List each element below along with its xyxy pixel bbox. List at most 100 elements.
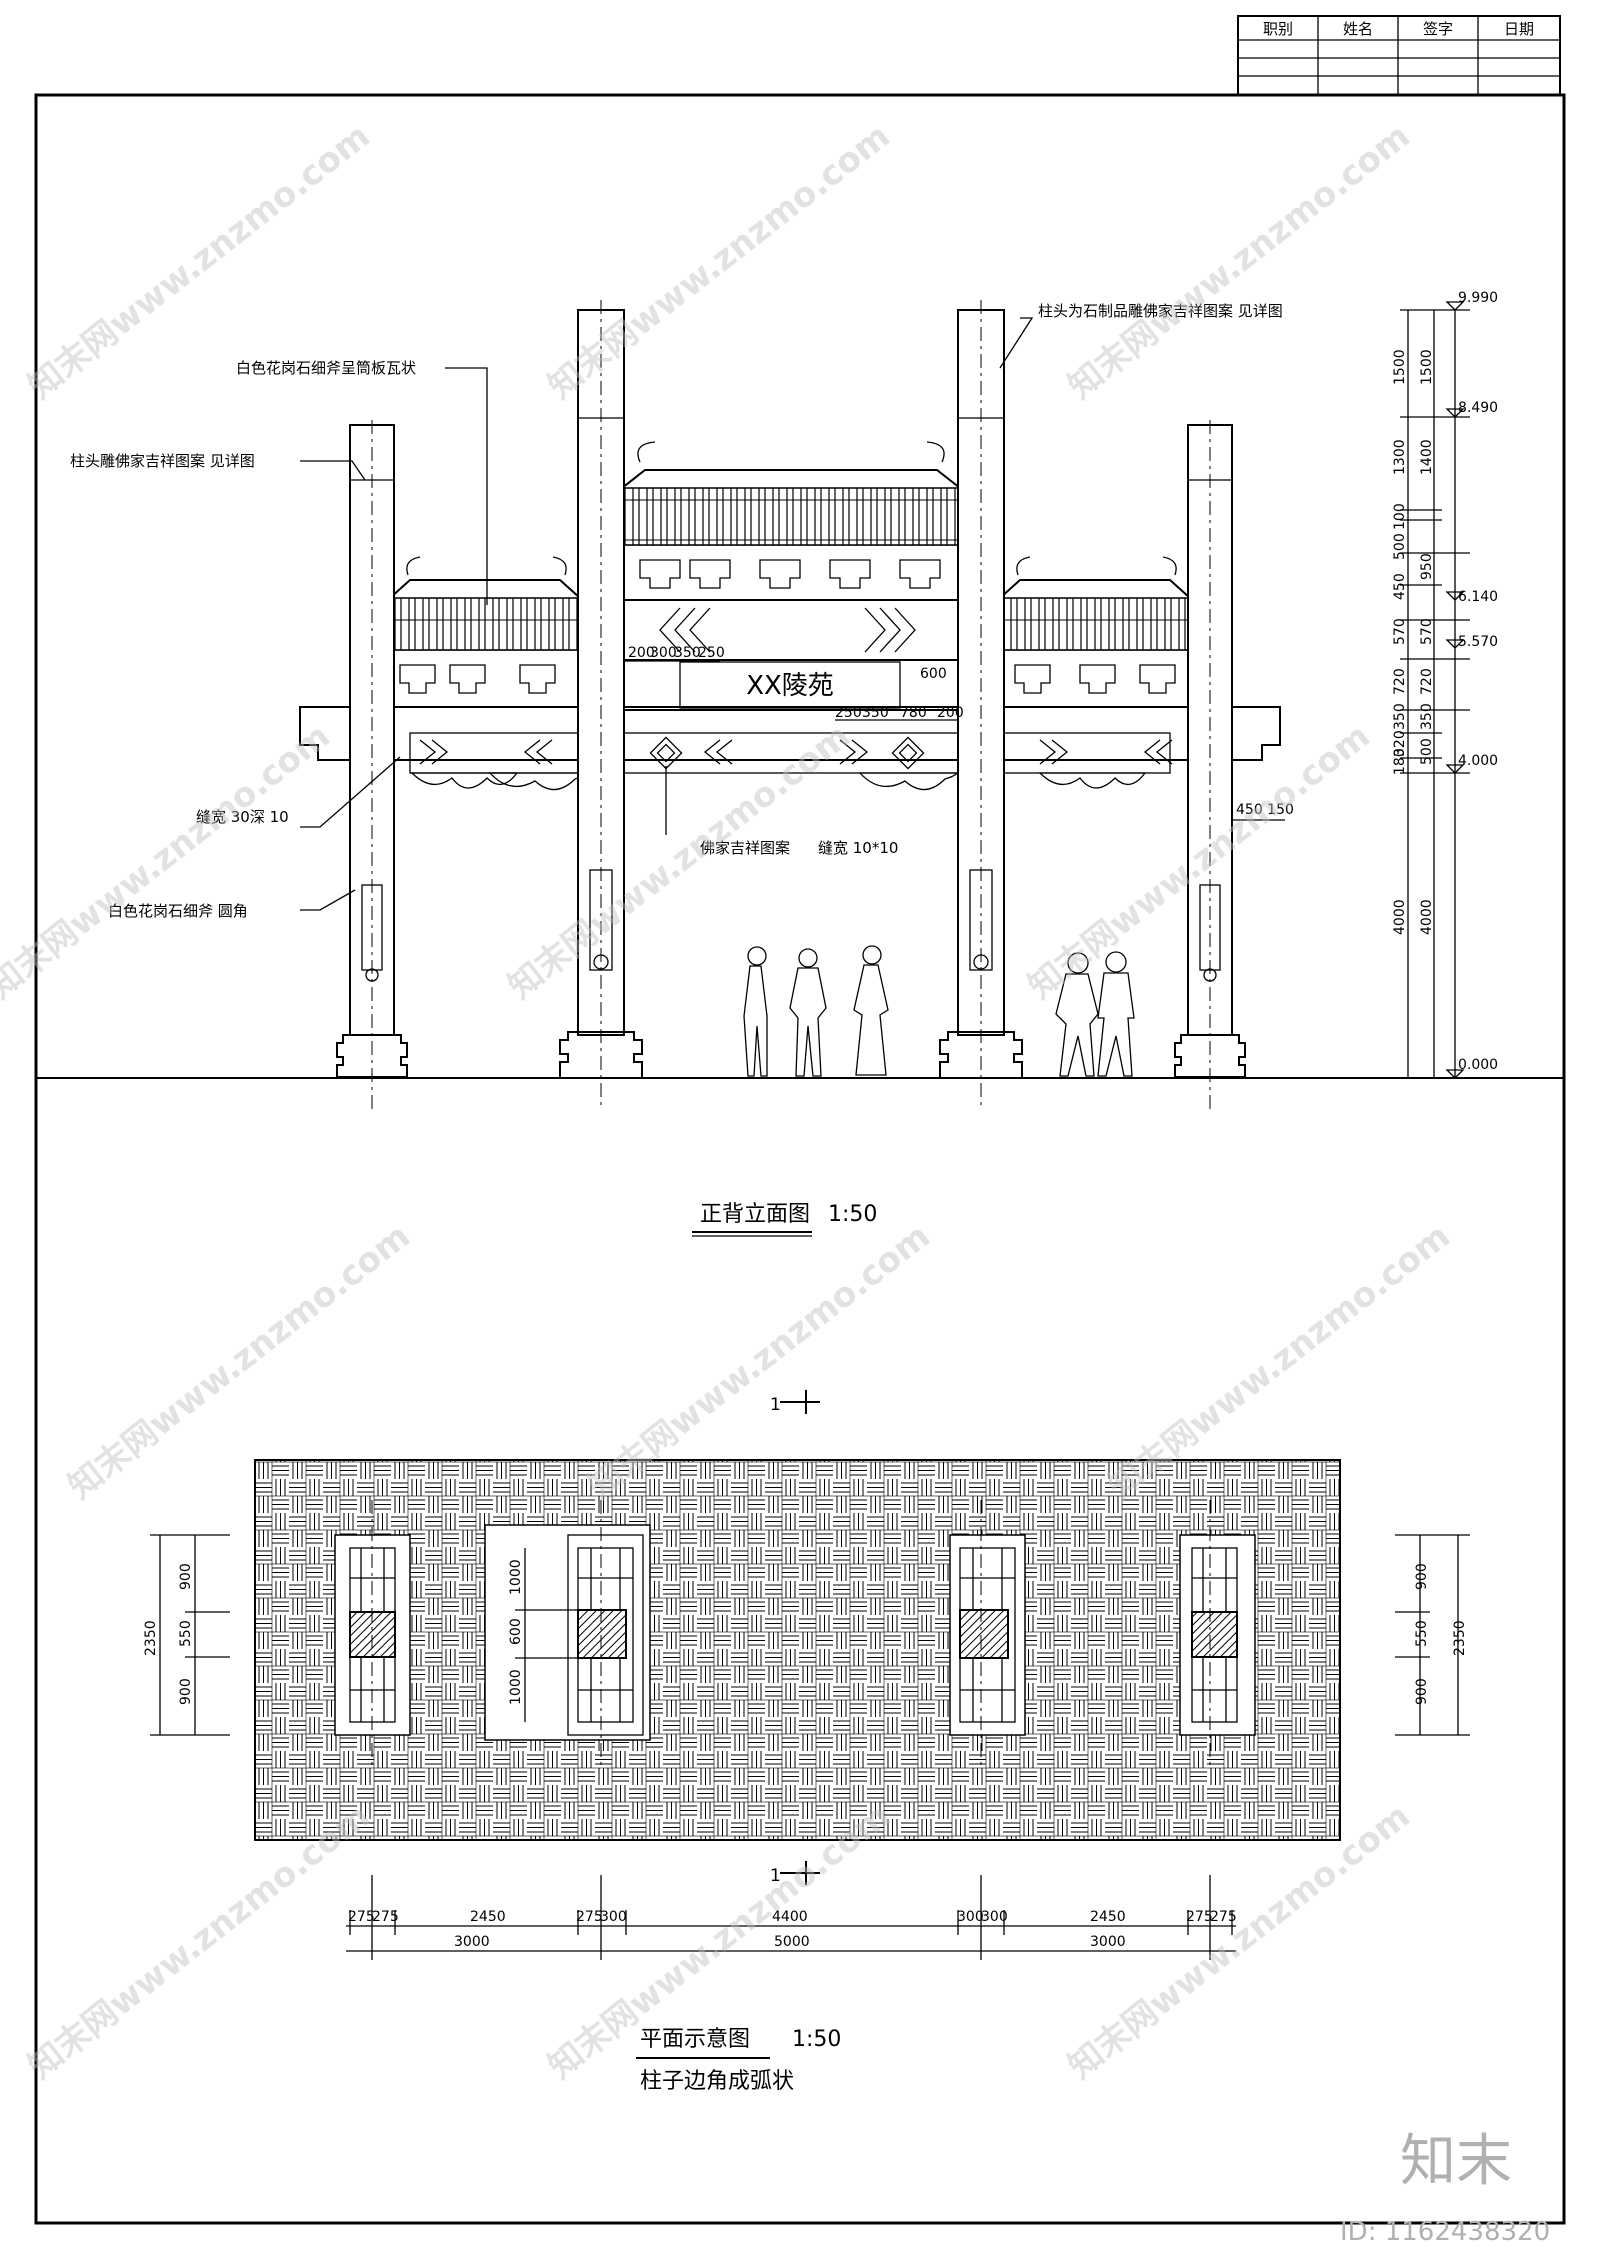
level-6140: 6.140 — [1458, 589, 1498, 605]
rdim-950: 950 — [1419, 553, 1435, 580]
ldim-320: 320 — [1392, 730, 1408, 757]
level-4000: 4.000 — [1458, 753, 1498, 769]
bdim-4400: 4400 — [772, 1909, 808, 1925]
note-column-finish: 白色花岗石细斧 圆角 — [108, 902, 248, 920]
watermark-logo: 知末 — [1400, 2129, 1512, 2194]
tb-header-date: 日期 — [1504, 20, 1534, 38]
column-base — [559, 1031, 643, 1079]
plan-ldim-2350: 2350 — [143, 1620, 159, 1656]
column-section — [1191, 1611, 1238, 1658]
inline-dims: 200 300 350 250 600 250 350 780 200 450 … — [625, 645, 1294, 821]
dim-600: 600 — [920, 666, 947, 682]
paving-area — [254, 1459, 1341, 1841]
ldim-570: 570 — [1392, 618, 1408, 645]
section-marks: 1 1 — [770, 1390, 820, 1886]
ldim-4000: 4000 — [1392, 899, 1408, 935]
column-base — [336, 1034, 408, 1078]
ldim-180: 180 — [1392, 748, 1408, 775]
scale-figures — [743, 945, 1135, 1077]
watermark-text: 知末网www.znzmo.com — [0, 716, 338, 1007]
level-5570: 5.570 — [1458, 634, 1498, 650]
plaque-frame — [679, 661, 901, 709]
ldim-100: 100 — [1392, 503, 1408, 530]
bdim-2450a: 2450 — [470, 1909, 506, 1925]
column-base — [939, 1031, 1023, 1079]
column-section — [577, 1609, 627, 1659]
plan-column-2 — [484, 1524, 651, 1741]
bdim-5000: 5000 — [774, 1934, 810, 1950]
level-8490: 8.490 — [1458, 400, 1498, 416]
ldim-450: 450 — [1392, 573, 1408, 600]
note-joint-width-1: 缝宽 30深 10 — [196, 808, 289, 826]
plan-rdim-900a: 900 — [1414, 1563, 1430, 1590]
level-0000: 0.000 — [1458, 1057, 1498, 1073]
bdim-2450b: 2450 — [1090, 1909, 1126, 1925]
note-buddhist-pattern: 佛家吉祥图案 — [700, 839, 790, 857]
bracket-row-right — [999, 649, 1191, 708]
knot-ornament — [649, 736, 925, 770]
column-base — [1174, 1034, 1246, 1078]
watermark-text: 知末网www.znzmo.com — [1061, 116, 1418, 407]
rdim-500: 500 — [1419, 738, 1435, 765]
lower-beam — [299, 706, 1281, 761]
bdim-275e: 275 — [1210, 1909, 1237, 1925]
plan-cdim-600: 600 — [508, 1618, 524, 1645]
plan-scale: 1:50 — [792, 2027, 841, 2052]
dim-lb-250: 250 — [835, 705, 862, 721]
plan-note: 柱子边角成弧状 — [640, 2069, 794, 2094]
column-section — [959, 1609, 1009, 1659]
plan-ldim-900a: 900 — [178, 1563, 194, 1590]
sheet-border — [34, 93, 1566, 2225]
dim-lb-350: 350 — [862, 705, 889, 721]
bdim-275c: 275 — [576, 1909, 603, 1925]
center-roof-ridge — [621, 469, 961, 489]
level-9990: 9.990 — [1458, 290, 1498, 306]
bdim-300b: 300 — [957, 1909, 984, 1925]
dim-450-150: 450 150 — [1236, 802, 1294, 818]
dim-lb-200: 200 — [937, 705, 964, 721]
bdim-275d: 275 — [1186, 1909, 1213, 1925]
bdim-3000a: 3000 — [454, 1934, 490, 1950]
rdim-720: 720 — [1419, 668, 1435, 695]
rdim-4000: 4000 — [1419, 899, 1435, 935]
left-dim-col: 1500 1300 100 500 450 570 720 350 320 18… — [1392, 349, 1408, 935]
tb-header-signature: 签字 — [1423, 20, 1453, 38]
elevation-dimensions: 1500 1300 100 500 450 570 720 350 320 18… — [1392, 290, 1498, 1079]
plan-column-4 — [1179, 1534, 1256, 1736]
bracket-row-center — [621, 544, 961, 601]
rdim-1400: 1400 — [1419, 439, 1435, 475]
watermark-text: 知末网www.znzmo.com — [21, 1796, 378, 2087]
ldim-720: 720 — [1392, 668, 1408, 695]
tb-header-name: 姓名 — [1343, 20, 1373, 38]
dim-300: 300 — [650, 645, 677, 661]
dim-250: 250 — [698, 645, 725, 661]
note-column-head-left: 柱头雕佛家吉祥图案 见详图 — [70, 452, 255, 470]
plaque-text: XX陵苑 — [746, 671, 834, 701]
ldim-350: 350 — [1392, 703, 1408, 730]
left-roof-tiles — [389, 597, 581, 651]
plan-cdim-1000b: 1000 — [508, 1669, 524, 1705]
elevation-scale: 1:50 — [828, 1202, 877, 1227]
bdim-275a: 275 — [348, 1909, 375, 1925]
note-column-head-right: 柱头为石制品雕佛家吉祥图案 见详图 — [1038, 302, 1283, 320]
bdim-300a: 300 — [600, 1909, 627, 1925]
center-roof-tiles — [621, 487, 961, 546]
plan-right-dims: 900 550 900 2350 — [1395, 1534, 1470, 1736]
plan-bottom-dims: 275 275 2450 275 300 4400 300 300 2450 2… — [346, 1875, 1237, 1960]
rdim-1500: 1500 — [1419, 349, 1435, 385]
plan-ldim-900b: 900 — [178, 1678, 194, 1705]
elevation-title: 正背立面图 — [700, 1202, 810, 1227]
watermark-text: 知末网www.znzmo.com — [541, 116, 898, 407]
right-roof-tiles — [999, 597, 1191, 651]
plan-center-dims: 1000 600 1000 — [508, 1548, 578, 1722]
plan-left-dims: 900 550 900 2350 — [143, 1534, 230, 1736]
column-3 — [939, 309, 1023, 1079]
plan-rdim-550: 550 — [1414, 1620, 1430, 1647]
plan-title: 平面示意图 — [640, 2027, 750, 2052]
rdim-570: 570 — [1419, 618, 1435, 645]
right-dim-col: 1500 1400 950 570 720 350 500 4000 — [1419, 349, 1435, 935]
bdim-300c: 300 — [981, 1909, 1008, 1925]
title-block: 职别 姓名 签字 日期 — [1237, 15, 1561, 96]
